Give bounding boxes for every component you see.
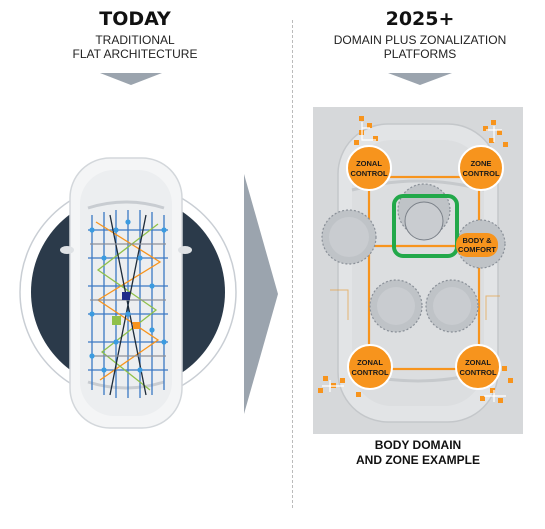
today-car [60, 157, 192, 429]
zone-tl-line2: CONTROL [350, 169, 387, 178]
body-comfort-badge [456, 233, 498, 257]
body-domain-highlight [392, 194, 459, 258]
zonal-control-top-left: ZONAL CONTROL [346, 145, 392, 191]
central-domain-controller [404, 201, 444, 241]
today-subtitle-line1: TRADITIONAL [95, 33, 175, 47]
zone-bl-line1: ZONAL [357, 358, 383, 367]
zone-bl-line2: CONTROL [351, 368, 388, 377]
body-comfort-label-line2: COMFORT [458, 245, 496, 254]
zonal-control-bottom-left: ZONAL CONTROL [347, 344, 393, 390]
zone-br-line1: ZONAL [465, 358, 491, 367]
zone-tl-line1: ZONAL [356, 159, 382, 168]
diagram-caption: BODY DOMAIN AND ZONE EXAMPLE [313, 438, 523, 468]
future-title: 2025+ [385, 8, 455, 30]
today-subtitle-line2: FLAT ARCHITECTURE [72, 47, 198, 61]
zone-tr-line1: ZONE [471, 159, 492, 168]
right-down-chevron-icon [388, 73, 452, 85]
caption-line2: AND ZONE EXAMPLE [355, 453, 480, 467]
body-comfort-label-line1: BODY & [462, 236, 492, 245]
transition-arrow-icon [244, 174, 278, 414]
left-down-chevron-icon [100, 73, 162, 85]
today-subtitle: TRADITIONAL FLAT ARCHITECTURE [0, 33, 270, 61]
wiring-trees [318, 116, 513, 403]
zonal-control-bottom-right: ZONAL CONTROL [455, 344, 501, 390]
today-title: TODAY [99, 8, 171, 30]
zone-tr-line2: CONTROL [462, 169, 499, 178]
section-divider [292, 20, 293, 508]
caption-line1: BODY DOMAIN [374, 438, 462, 452]
zone-br-line2: CONTROL [459, 368, 496, 377]
zonal-control-top-right: ZONE CONTROL [458, 145, 504, 191]
future-subtitle: DOMAIN PLUS ZONALIZATION PLATFORMS [295, 33, 545, 61]
future-subtitle-line1: DOMAIN PLUS ZONALIZATION [333, 33, 507, 47]
future-subtitle-line2: PLATFORMS [383, 47, 457, 61]
